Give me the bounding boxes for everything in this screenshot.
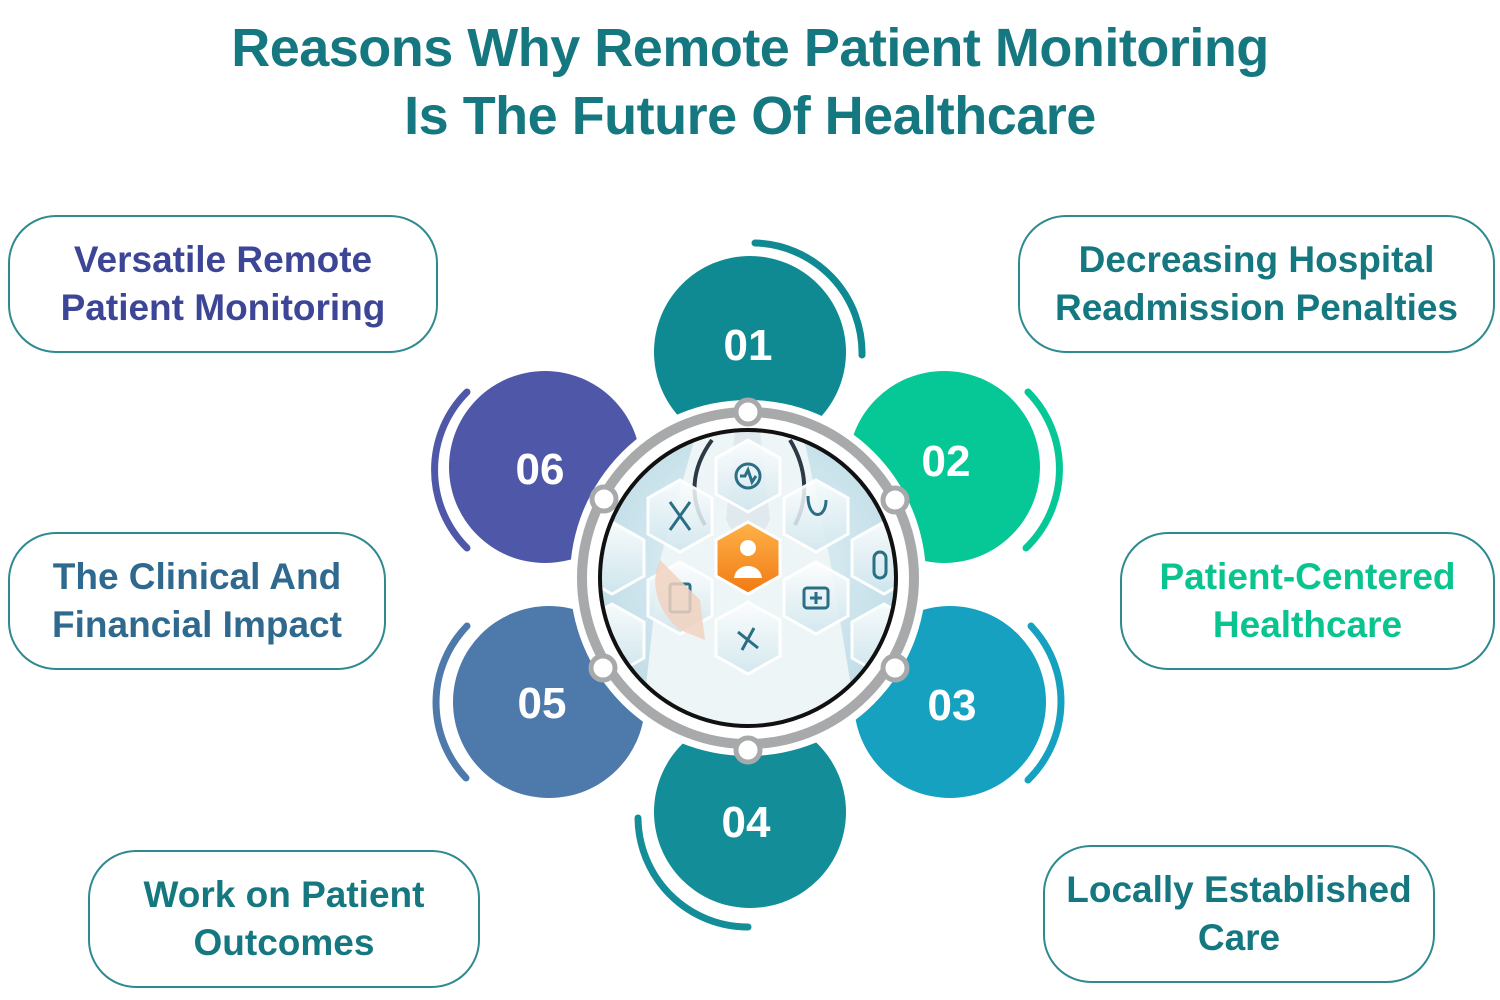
ring-dot-top [733,397,763,427]
arc-01 [751,239,866,359]
circle-04 [654,716,846,908]
card-06-line-2: Patient Monitoring [60,287,386,328]
number-01: 01 [724,321,773,370]
card-05-line-2: Financial Impact [52,604,342,645]
number-05: 05 [518,679,567,728]
ring-dot-lower-left [588,653,618,683]
card-01-line-1: Decreasing Hospital [1078,239,1435,280]
center-illustration [600,430,896,726]
number-02: 02 [922,437,971,486]
arc-03 [1024,622,1065,784]
page-title: Reasons Why Remote Patient Monitoring Is… [0,14,1500,150]
title-line-1: Reasons Why Remote Patient Monitoring [231,18,1269,78]
card-03-line-2: Care [1197,917,1281,958]
card-06-line-1: Versatile Remote [73,239,373,280]
card-05-line-1: The Clinical And [52,556,342,597]
arc-04 [634,814,752,931]
card-02-line-1: Patient-Centered [1159,556,1456,597]
ring-dot-upper-right [880,485,910,515]
number-04: 04 [722,798,771,847]
card-01-line-2: Readmission Penalties [1054,287,1459,328]
center-image-border [598,428,898,728]
reason-card-02: Patient-Centered Healthcare [1120,532,1495,670]
number-06: 06 [516,445,565,494]
circle-01 [654,256,846,448]
reason-card-04: Work on Patient Outcomes [88,850,480,988]
reason-card-01: Decreasing Hospital Readmission Penaltie… [1018,215,1495,353]
arc-06 [431,388,471,552]
title-line-2: Is The Future Of Healthcare [404,86,1096,146]
arc-02 [1022,388,1063,552]
reason-card-05: The Clinical And Financial Impact [8,532,386,670]
card-04-line-2: Outcomes [193,922,375,963]
reason-card-03: Locally Established Care [1043,845,1435,983]
arc-05 [432,622,471,782]
reason-card-06: Versatile Remote Patient Monitoring [8,215,438,353]
card-02-line-2: Healthcare [1212,604,1403,645]
ring-dot-lower-right [880,653,910,683]
card-04-line-1: Work on Patient [143,874,425,915]
number-03: 03 [928,681,977,730]
ring-dot-upper-left [589,484,619,514]
ring-dot-bottom [733,735,763,765]
card-03-line-1: Locally Established [1066,869,1412,910]
